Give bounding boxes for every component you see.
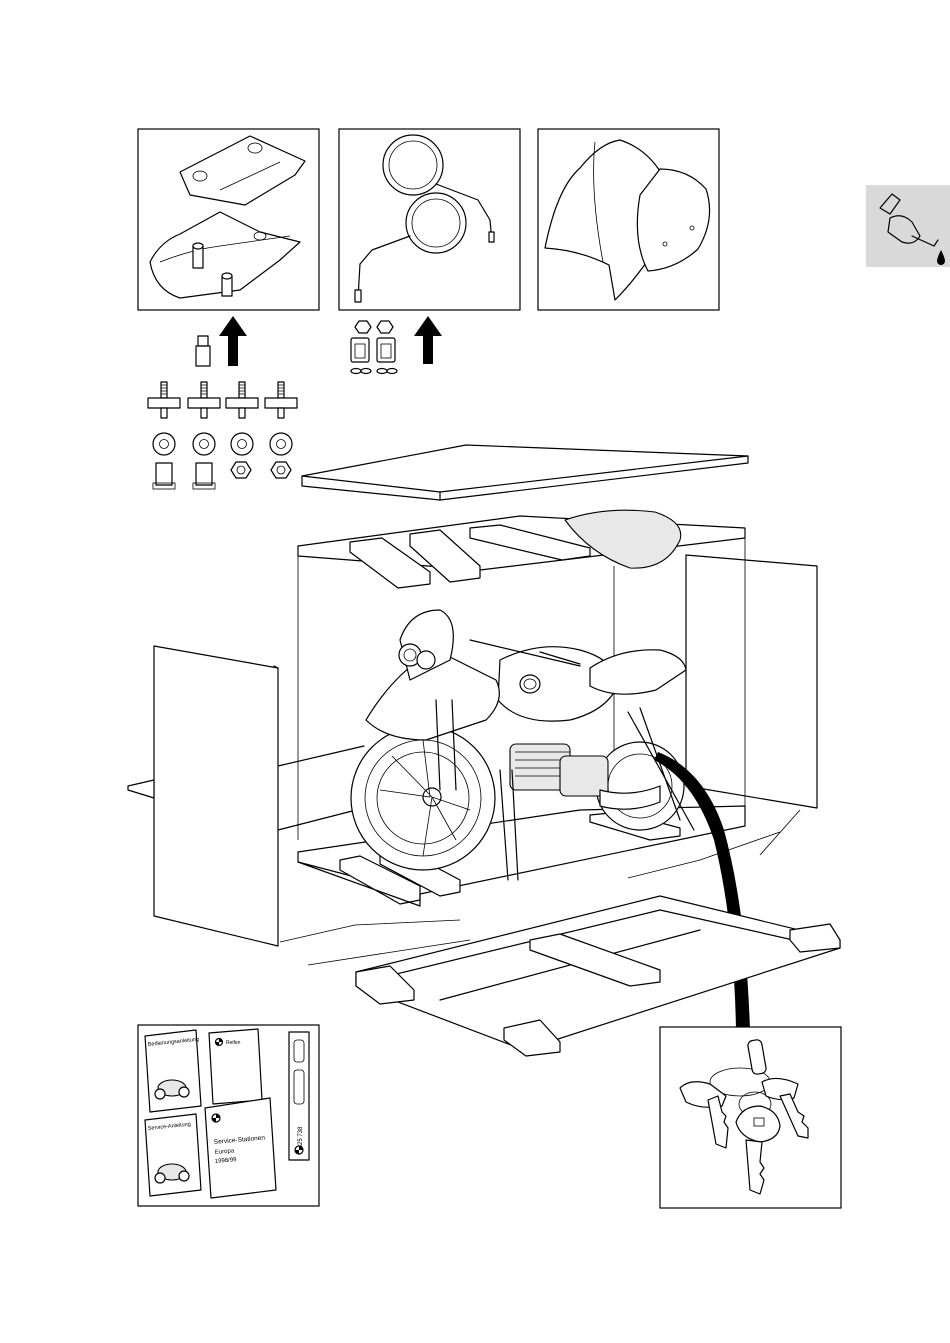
arrow-up-icon [414,316,442,364]
crate-side-panel-left [154,646,278,946]
crate-side-panel-right [686,555,817,808]
windshield-panel [538,129,719,310]
mirror-adapters [351,321,397,374]
crate-lid [302,445,748,500]
rider-title: Reifen [226,1040,241,1046]
guard-hardware [148,336,297,489]
crate-top-frame [298,510,745,588]
engine-guard-panel [138,129,319,310]
keys-panel [660,1027,841,1208]
documents-panel: Bedienungsanleitung Service-Anleitung Re… [138,1025,319,1206]
hand-refuel-icon [866,185,950,267]
arrow-up-icon [219,316,247,366]
mirrors-panel [339,129,520,310]
